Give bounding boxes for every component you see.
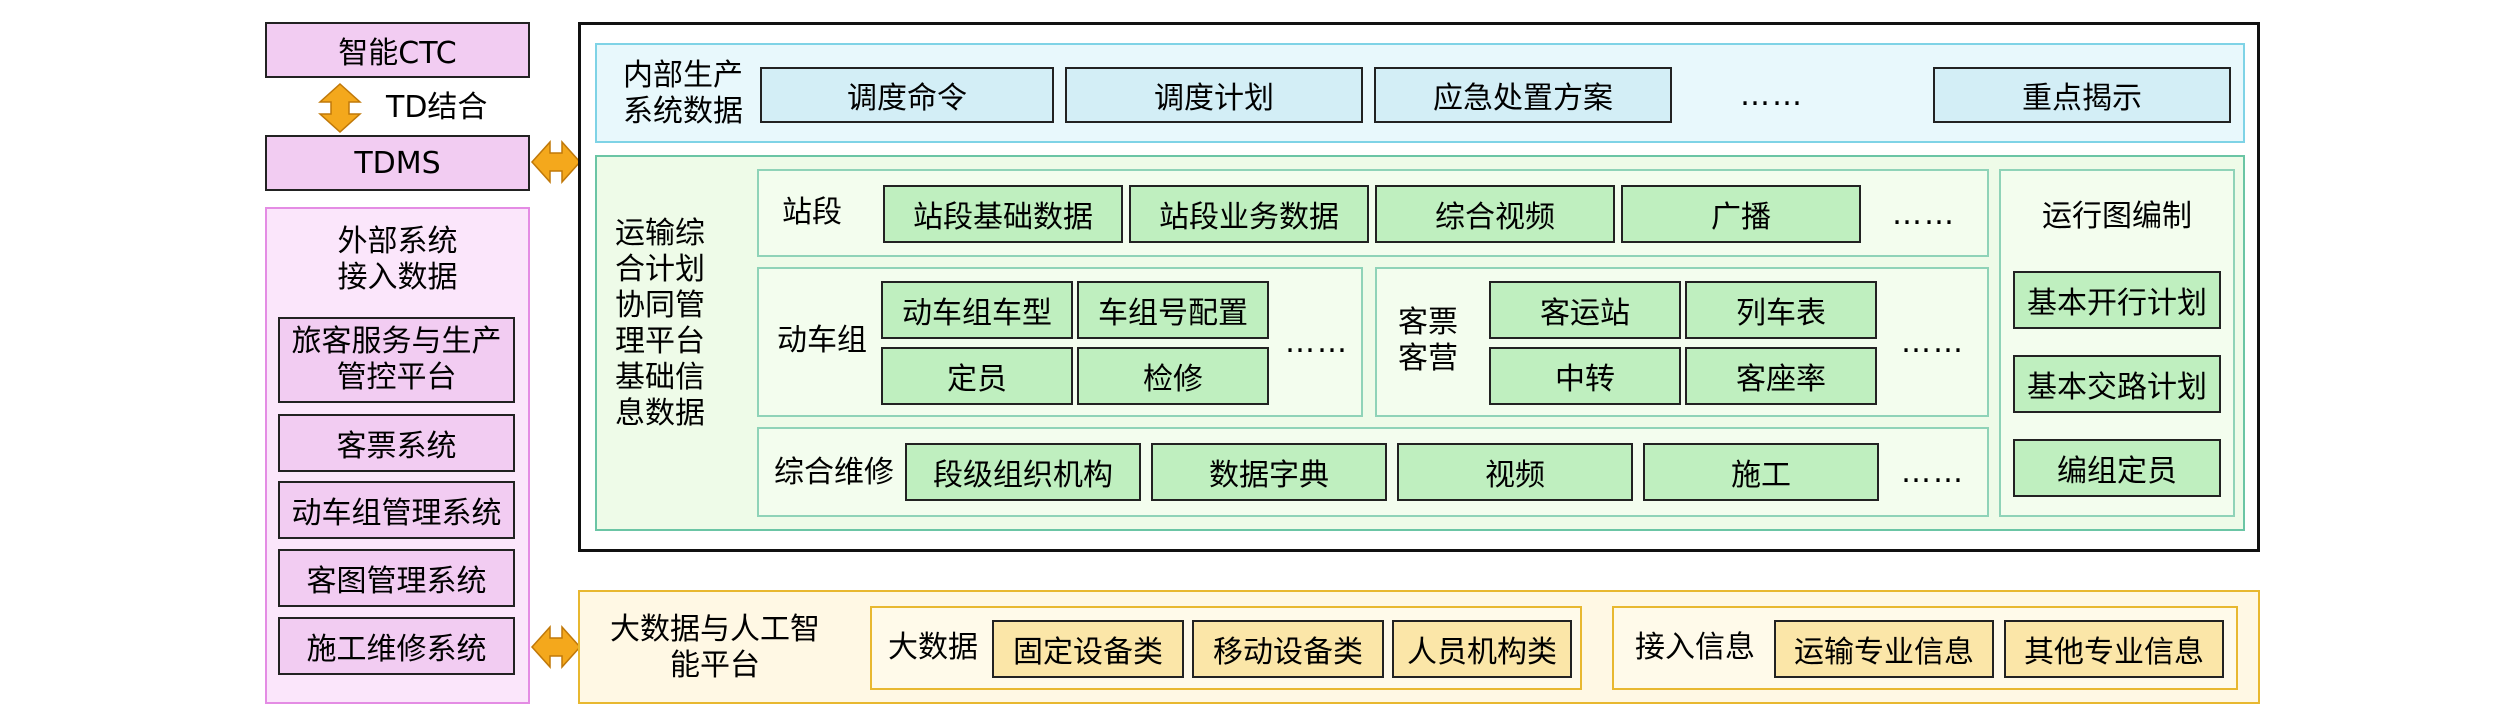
station-item-broadcast: 广播 (1621, 185, 1861, 243)
main-platform-frame: 内部生产 系统数据 调度命令 调度计划 应急处置方案 …… 重点揭示 运输综 合… (578, 22, 2260, 552)
double-arrow-horizontal-icon-bottom (530, 625, 582, 669)
bigdata-item-personnel-organization: 人员机构类 (1392, 620, 1572, 678)
access-item-other-info: 其他专业信息 (2004, 620, 2224, 678)
internal-item-dispatch-plan: 调度计划 (1065, 67, 1363, 123)
ticket-item-train-table: 列车表 (1685, 281, 1877, 339)
external-item-passenger-graph: 客图管理系统 (278, 549, 515, 607)
external-item-passenger-service: 旅客服务与生产 管控平台 (278, 317, 515, 403)
maintenance-group: 综合维修 段级组织机构 数据字典 视频 施工 …… (757, 427, 1989, 517)
graph-item-formation-capacity: 编组定员 (2013, 439, 2221, 497)
internal-item-key-notice: 重点揭示 (1933, 67, 2231, 123)
external-item-construction-maintenance: 施工维修系统 (278, 617, 515, 675)
emu-item-set-number: 车组号配置 (1077, 281, 1269, 339)
bigdata-item-fixed-equipment: 固定设备类 (992, 620, 1184, 678)
ticket-label: 客票 客营 (1398, 305, 1458, 376)
external-systems-title: 外部系统 接入数据 (337, 224, 458, 295)
station-item-business-data: 站段业务数据 (1129, 185, 1369, 243)
emu-item-vehicle-type: 动车组车型 (881, 281, 1073, 339)
bigdata-label: 大数据 (888, 630, 978, 665)
double-arrow-vertical-icon (318, 82, 362, 134)
bigdata-ai-platform-panel: 大数据与人工智 能平台 大数据 固定设备类 移动设备类 人员机构类 接入信息 运… (578, 590, 2260, 704)
station-label: 站段 (782, 195, 842, 230)
maintenance-item-data-dictionary: 数据字典 (1151, 443, 1387, 501)
smart-ctc-box: 智能CTC (265, 22, 530, 78)
platform-basic-info-panel: 运输综 合计划 协同管 理平台 基础信 息数据 站段 站段基础数据 站段业务数据… (595, 155, 2245, 531)
access-info-label: 接入信息 (1635, 630, 1755, 665)
running-graph-group: 运行图编制 基本开行计划 基本交路计划 编组定员 (1999, 169, 2235, 517)
bigdata-ai-platform-title: 大数据与人工智 能平台 (610, 612, 820, 683)
ticket-item-occupancy-rate: 客座率 (1685, 347, 1877, 405)
ticket-item-transfer: 中转 (1489, 347, 1681, 405)
access-item-transport-info: 运输专业信息 (1774, 620, 1994, 678)
internal-ellipsis: …… (1740, 77, 1804, 113)
td-combine-label: TD结合 (386, 90, 488, 125)
maintenance-item-construction: 施工 (1643, 443, 1879, 501)
internal-item-emergency-plan: 应急处置方案 (1374, 67, 1672, 123)
internal-data-panel: 内部生产 系统数据 调度命令 调度计划 应急处置方案 …… 重点揭示 (595, 43, 2245, 143)
graph-item-basic-operation-plan: 基本开行计划 (2013, 271, 2221, 329)
ticket-ellipsis: …… (1901, 324, 1965, 360)
external-item-emu-management: 动车组管理系统 (278, 481, 515, 539)
station-item-video: 综合视频 (1375, 185, 1615, 243)
station-item-basic-data: 站段基础数据 (883, 185, 1123, 243)
bigdata-group: 大数据 固定设备类 移动设备类 人员机构类 (870, 606, 1582, 690)
tdms-box: TDMS (265, 135, 530, 191)
platform-basic-info-title: 运输综 合计划 协同管 理平台 基础信 息数据 (615, 216, 705, 431)
internal-data-title: 内部生产 系统数据 (623, 58, 743, 129)
graph-item-basic-routing-plan: 基本交路计划 (2013, 355, 2221, 413)
emu-group: 动车组 动车组车型 车组号配置 定员 检修 …… (757, 267, 1363, 417)
emu-item-maintenance: 检修 (1077, 347, 1269, 405)
emu-item-capacity: 定员 (881, 347, 1073, 405)
maintenance-item-video: 视频 (1397, 443, 1633, 501)
station-group: 站段 站段基础数据 站段业务数据 综合视频 广播 …… (757, 169, 1989, 257)
ticket-group: 客票 客营 客运站 列车表 中转 客座率 …… (1375, 267, 1989, 417)
maintenance-item-organization: 段级组织机构 (905, 443, 1141, 501)
bigdata-item-mobile-equipment: 移动设备类 (1192, 620, 1384, 678)
maintenance-label: 综合维修 (774, 455, 894, 490)
internal-item-dispatch-command: 调度命令 (760, 67, 1054, 123)
smart-ctc-label: 智能CTC (338, 36, 457, 71)
tdms-label: TDMS (354, 145, 441, 181)
access-info-group: 接入信息 运输专业信息 其他专业信息 (1612, 606, 2238, 690)
ticket-item-passenger-station: 客运站 (1489, 281, 1681, 339)
maintenance-ellipsis: …… (1901, 454, 1965, 490)
station-ellipsis: …… (1892, 196, 1956, 232)
external-systems-panel: 外部系统 接入数据 旅客服务与生产 管控平台 客票系统 动车组管理系统 客图管理… (265, 207, 530, 704)
emu-label: 动车组 (777, 323, 867, 358)
double-arrow-horizontal-icon (530, 140, 582, 184)
external-item-ticket-system: 客票系统 (278, 414, 515, 472)
running-graph-label: 运行图编制 (2042, 199, 2192, 234)
emu-ellipsis: …… (1285, 324, 1349, 360)
